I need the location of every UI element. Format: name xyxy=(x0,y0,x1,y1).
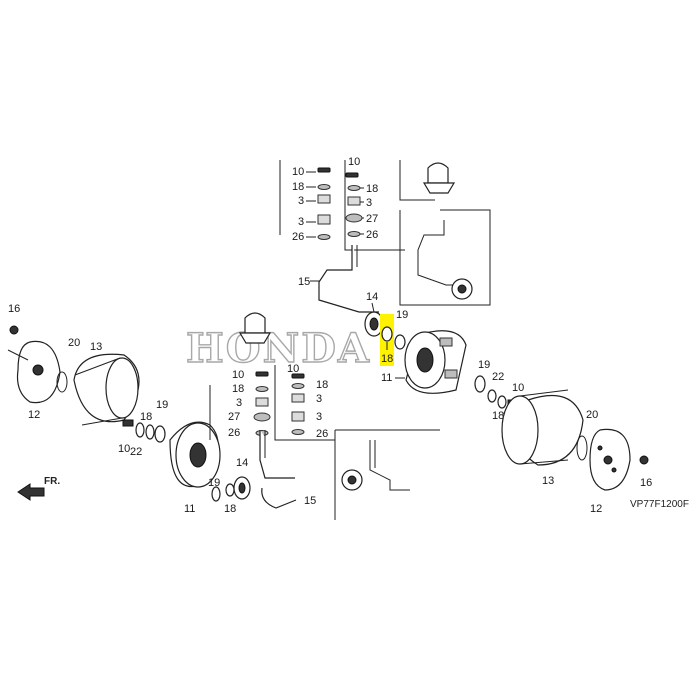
label-26: 26 xyxy=(316,428,328,440)
label-26: 26 xyxy=(228,427,240,439)
label-19: 19 xyxy=(156,399,168,411)
front-label: FR. xyxy=(44,476,60,487)
inset-frame-top xyxy=(279,160,491,306)
stack-bottom-right: 10 18 3 3 26 xyxy=(287,363,328,440)
label-18: 18 xyxy=(292,181,304,193)
bolt-icon xyxy=(345,172,359,178)
right-cover: 20 12 16 xyxy=(576,409,652,515)
height-lever-inset xyxy=(417,162,473,300)
highlighted-part: 19 18 xyxy=(380,309,408,366)
label-19: 19 xyxy=(478,359,490,371)
washer-icon xyxy=(347,231,361,237)
bearing-icon xyxy=(345,213,363,223)
washer-icon xyxy=(317,234,331,240)
label-10: 10 xyxy=(292,166,304,178)
label-15: 15 xyxy=(304,495,316,507)
label-18: 18 xyxy=(316,379,328,391)
label-18-highlighted[interactable]: 18 xyxy=(381,353,393,365)
wheel-hub-left: 11 xyxy=(169,421,221,515)
honda-watermark: HONDA xyxy=(186,325,371,372)
label-18: 18 xyxy=(366,183,378,195)
nut-icon xyxy=(317,194,331,204)
label-16: 16 xyxy=(8,303,20,315)
label-20: 20 xyxy=(68,337,80,349)
label-27: 27 xyxy=(228,411,240,423)
drum-left: 13 xyxy=(73,341,140,426)
label-3: 3 xyxy=(298,216,304,228)
label-10: 10 xyxy=(512,382,524,394)
label-15: 15 xyxy=(298,276,310,288)
washer-icon xyxy=(347,185,361,191)
left-small-parts: 10 22 18 19 xyxy=(118,399,168,458)
label-11: 11 xyxy=(184,503,195,515)
label-10: 10 xyxy=(232,369,244,381)
right-small-parts: 19 22 18 10 xyxy=(474,359,524,422)
lever-inset-bottom xyxy=(341,440,410,491)
label-18: 18 xyxy=(232,383,244,395)
axle-top: 15 xyxy=(298,245,379,313)
label-13: 13 xyxy=(90,341,102,353)
label-12: 12 xyxy=(28,409,40,421)
label-22: 22 xyxy=(492,371,504,383)
front-arrow-icon: FR. xyxy=(17,476,60,501)
stack-bottom-left: 10 18 3 27 26 xyxy=(228,369,271,439)
label-22: 22 xyxy=(130,446,142,458)
label-12: 12 xyxy=(590,503,602,515)
label-26: 26 xyxy=(292,231,304,243)
label-16: 16 xyxy=(640,477,652,489)
label-18: 18 xyxy=(492,410,504,422)
diagram-code: VP77F1200F xyxy=(630,499,689,510)
bearing-14-top: 14 xyxy=(364,291,384,337)
label-14: 14 xyxy=(366,291,378,303)
label-3: 3 xyxy=(366,197,372,209)
bolt-icon xyxy=(317,167,331,173)
label-10: 10 xyxy=(118,443,130,455)
label-3: 3 xyxy=(236,397,242,409)
washer-18-highlighted[interactable] xyxy=(381,326,393,342)
left-cover: 16 12 20 xyxy=(7,303,80,421)
lever-inset-mid xyxy=(238,312,272,344)
label-19: 19 xyxy=(208,477,220,489)
label-13: 13 xyxy=(542,475,554,487)
label-27: 27 xyxy=(366,213,378,225)
washer-icon xyxy=(317,184,331,190)
axle-bottom: 15 14 19 18 xyxy=(208,430,316,515)
stack-top-right: 10 18 3 27 26 xyxy=(345,156,378,241)
nut-icon xyxy=(317,214,331,225)
nut-icon xyxy=(347,196,361,206)
stack-top-left: 10 18 3 3 26 xyxy=(292,166,331,243)
label-3: 3 xyxy=(298,195,304,207)
label-10: 10 xyxy=(348,156,360,168)
label-10: 10 xyxy=(287,363,299,375)
label-18: 18 xyxy=(140,411,152,423)
label-3: 3 xyxy=(316,411,322,423)
label-26: 26 xyxy=(366,229,378,241)
label-3: 3 xyxy=(316,393,322,405)
label-18: 18 xyxy=(224,503,236,515)
label-19: 19 xyxy=(396,309,408,321)
drum-right: 13 xyxy=(501,389,584,487)
inset-frame-bottom xyxy=(209,365,440,520)
label-20: 20 xyxy=(586,409,598,421)
wheel-hub-right: 11 xyxy=(381,330,467,394)
label-11: 11 xyxy=(381,372,392,384)
label-14: 14 xyxy=(236,457,248,469)
